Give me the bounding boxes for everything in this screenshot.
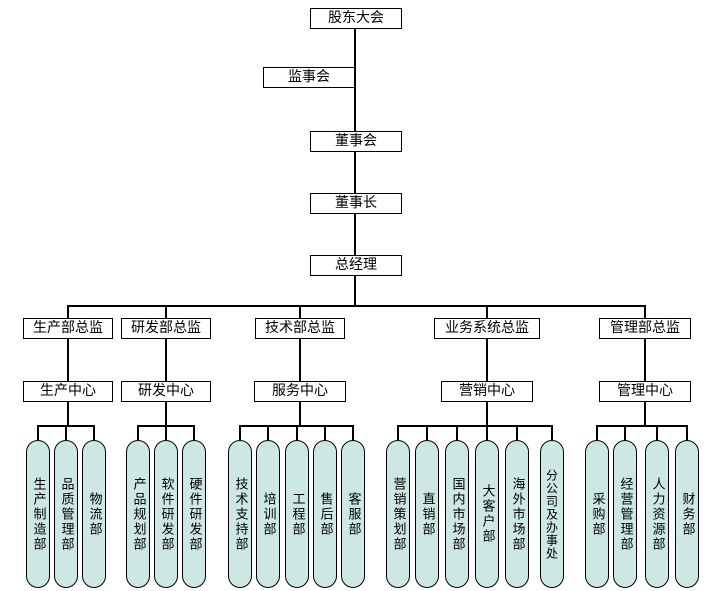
dept-node: 技术支持部 (228, 440, 252, 588)
connector-vertical (67, 305, 69, 318)
dept-node: 产品规划部 (126, 440, 150, 588)
connector-vertical (165, 402, 167, 425)
connector-vertical (686, 425, 688, 440)
node-director-business: 业务系统总监 (434, 318, 540, 339)
dept-node: 客服部 (341, 440, 365, 588)
dept-node: 经营管理部 (613, 440, 637, 588)
connector-vertical (93, 425, 95, 440)
dept-node: 生产制造部 (26, 440, 50, 588)
connector-vertical (239, 425, 241, 440)
connector-vertical (37, 425, 39, 440)
node-director-management: 管理部总监 (599, 318, 691, 339)
node-center-rnd: 研发中心 (121, 381, 211, 402)
dept-node: 物流部 (82, 440, 106, 588)
dept-node: 财务部 (675, 440, 699, 588)
node-director-technology: 技术部总监 (255, 318, 345, 339)
connector-vertical (67, 339, 69, 381)
connector-vertical (354, 214, 356, 255)
node-director-rnd: 研发部总监 (121, 318, 211, 339)
node-supervisory-board: 监事会 (263, 67, 355, 88)
connector-vertical (299, 305, 301, 318)
connector-vertical (516, 425, 518, 440)
connector-horizontal (67, 305, 646, 307)
connector-horizontal (397, 425, 553, 427)
connector-vertical (397, 425, 399, 440)
node-center-management: 管理中心 (599, 381, 691, 402)
connector-vertical (352, 425, 354, 440)
dept-node: 软件研发部 (154, 440, 178, 588)
connector-vertical (193, 425, 195, 440)
dept-node: 售后部 (313, 440, 337, 588)
dept-node: 海外市场部 (505, 440, 529, 588)
dept-node: 工程部 (285, 440, 309, 588)
dept-node: 大客户部 (475, 440, 499, 588)
connector-vertical (644, 402, 646, 425)
node-chairman: 董事长 (310, 193, 402, 214)
connector-vertical (137, 425, 139, 440)
connector-vertical (624, 425, 626, 440)
dept-node: 硬件研发部 (182, 440, 206, 588)
connector-vertical (486, 305, 488, 318)
node-center-service: 服务中心 (254, 381, 346, 402)
dept-node: 采购部 (585, 440, 609, 588)
connector-vertical (324, 425, 326, 440)
dept-node: 营销策划部 (386, 440, 410, 588)
connector-vertical (67, 402, 69, 425)
connector-vertical (644, 305, 646, 318)
dept-node: 直销部 (415, 440, 439, 588)
connector-vertical (644, 339, 646, 381)
dept-node: 国内市场部 (445, 440, 469, 588)
dept-node: 人力资源部 (645, 440, 669, 588)
node-center-production: 生产中心 (23, 381, 113, 402)
connector-vertical (354, 152, 356, 193)
connector-vertical (299, 339, 301, 381)
connector-vertical (551, 425, 553, 440)
connector-vertical (486, 425, 488, 440)
node-general-manager: 总经理 (310, 255, 402, 276)
connector-horizontal (596, 425, 688, 427)
connector-vertical (165, 305, 167, 318)
connector-vertical (456, 425, 458, 440)
node-center-marketing: 营销中心 (441, 381, 533, 402)
connector-vertical (165, 425, 167, 440)
node-director-production: 生产部总监 (23, 318, 113, 339)
dept-node: 品质管理部 (54, 440, 78, 588)
dept-node: 分公司及办事处 (540, 440, 564, 588)
connector-vertical (354, 276, 356, 305)
connector-vertical (426, 425, 428, 440)
dept-node: 培训部 (256, 440, 280, 588)
node-board-of-directors: 董事会 (310, 131, 402, 152)
connector-vertical (656, 425, 658, 440)
connector-vertical (299, 402, 301, 425)
connector-vertical (354, 29, 356, 132)
node-shareholders-meeting: 股东大会 (310, 8, 402, 29)
connector-vertical (596, 425, 598, 440)
connector-vertical (165, 339, 167, 381)
connector-vertical (267, 425, 269, 440)
connector-vertical (486, 339, 488, 381)
connector-vertical (296, 425, 298, 440)
connector-vertical (65, 425, 67, 440)
connector-vertical (486, 402, 488, 425)
